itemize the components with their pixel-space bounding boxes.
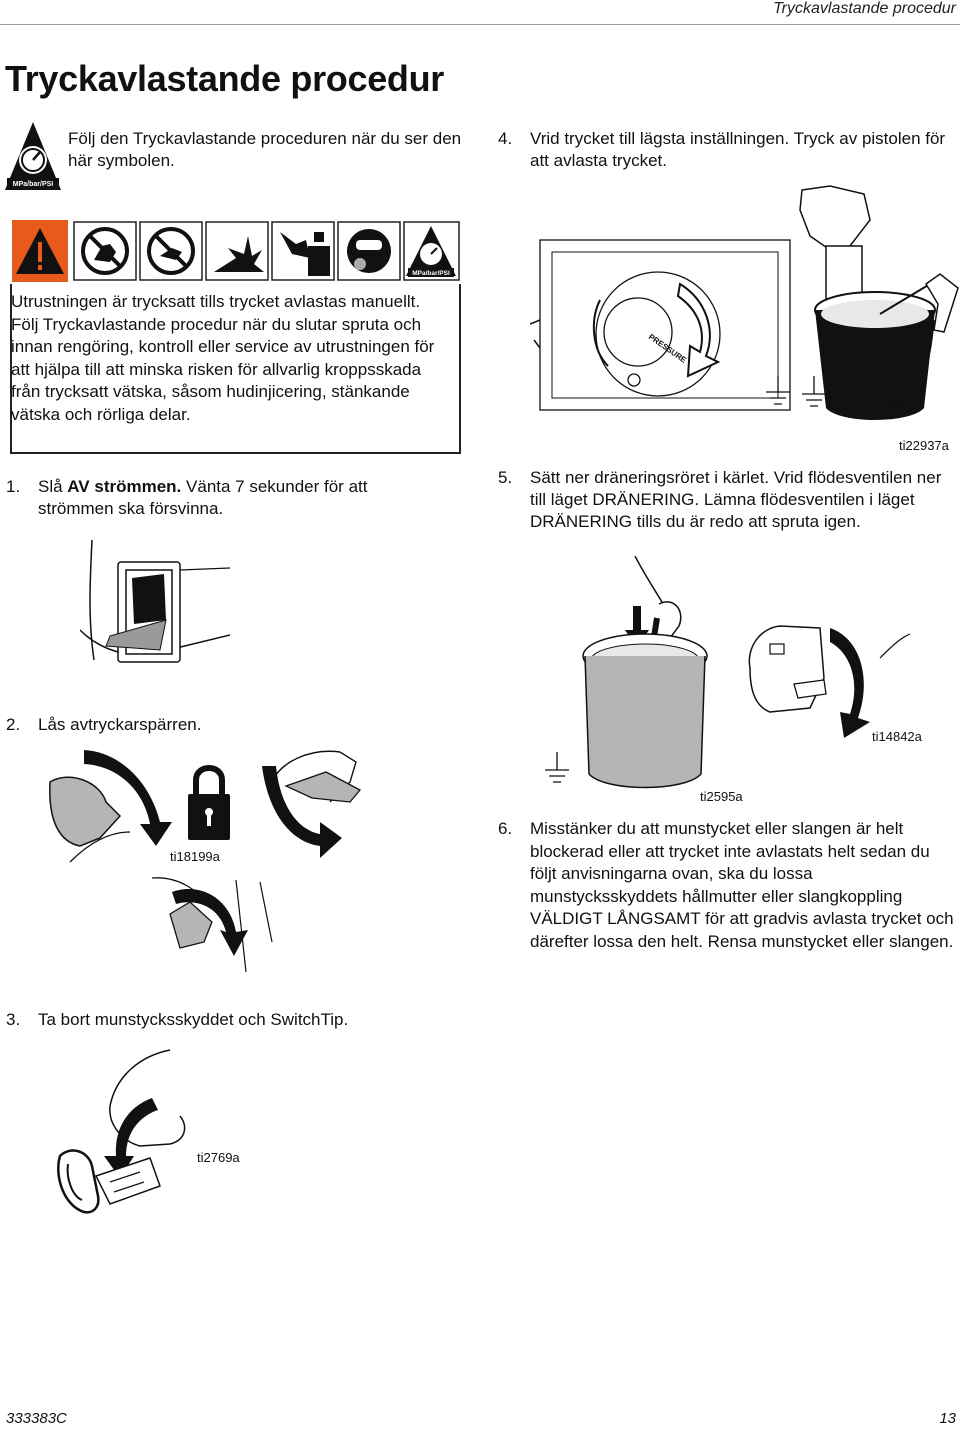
warning-text: Utrustningen är trycksatt tills trycket … <box>11 292 435 424</box>
figure-caption: ti22937a <box>899 438 950 453</box>
warning-icon-band: MPa/bar/PSI <box>10 218 461 284</box>
tip-removal-figure: ti2769a <box>57 1049 240 1214</box>
step-text: Lås avtryckarspärren. <box>38 715 202 734</box>
trigger-lock-figure: ti18199a <box>49 750 362 973</box>
drain-tube-figure: ti2595a <box>545 556 743 804</box>
page-title: Tryckavlastande procedur <box>5 58 445 99</box>
rotate-arrow-icon <box>84 750 172 846</box>
step-4: 4. Vrid trycket till lägsta inställninge… <box>498 128 958 174</box>
pressure-knob-figure: PRESSURE ti22937a <box>530 185 959 453</box>
step-number: 6. <box>498 819 513 838</box>
step-3: 3. Ta bort munstycksskyddet och SwitchTi… <box>6 1009 446 1033</box>
header-rule <box>0 24 960 25</box>
step-text: Ta bort munstycksskyddet och SwitchTip. <box>38 1010 349 1029</box>
no-hand-icon <box>73 221 137 281</box>
figure-caption: ti2595a <box>700 789 743 804</box>
step-number: 2. <box>6 715 21 734</box>
splash-icon <box>205 221 269 281</box>
flow-valve-figure: ti14842a <box>748 625 923 744</box>
page-number: 13 <box>939 1410 956 1427</box>
step-number: 4. <box>498 129 513 148</box>
rotate-arrow-icon <box>172 889 248 956</box>
step-6: 6. Misstänker du att munstycket eller sl… <box>498 818 958 978</box>
pressure-relief-symbol-icon: MPa/bar/PSI <box>5 122 61 190</box>
rotate-arrow-icon <box>830 628 870 738</box>
lock-icon <box>188 765 230 840</box>
moving-parts-icon <box>271 221 335 281</box>
doc-number: 333383C <box>6 1410 67 1427</box>
step-5: 5. Sätt ner dräneringsröret i kärlet. Vr… <box>498 467 958 535</box>
no-spray-icon <box>139 221 203 281</box>
figure-caption: ti2769a <box>197 1150 240 1165</box>
pressure-gauge-icon: MPa/bar/PSI <box>403 221 460 281</box>
step-text: Misstänker du att munstycket eller slang… <box>530 819 954 951</box>
step-text: Slå AV strömmen. Vänta 7 sekunder för at… <box>38 477 368 518</box>
step-number: 1. <box>6 477 21 496</box>
step-1: 1. Slå AV strömmen. Vänta 7 sekunder för… <box>6 476 446 522</box>
rotate-arrow-icon <box>262 766 342 858</box>
step-text: Sätt ner dräneringsröret i kärlet. Vrid … <box>530 468 942 531</box>
rotate-arrow-icon <box>104 1098 158 1178</box>
gauge-unit-label: MPa/bar/PSI <box>412 270 450 277</box>
ppe-icon <box>337 221 401 281</box>
intro-text: Följ den Tryckavlastande proceduren när … <box>68 129 462 170</box>
power-switch-figure <box>80 540 230 663</box>
figure-caption: ti18199a <box>170 849 221 864</box>
symbol-unit-label: MPa/bar/PSI <box>13 181 54 188</box>
running-header: Tryckavlastande procedur <box>773 0 956 17</box>
step-number: 5. <box>498 468 513 487</box>
step-2: 2. Lås avtryckarspärren. <box>6 714 446 738</box>
step-text: Vrid trycket till lägsta inställningen. … <box>530 129 946 170</box>
step-number: 3. <box>6 1010 21 1029</box>
figure-caption: ti14842a <box>872 729 923 744</box>
